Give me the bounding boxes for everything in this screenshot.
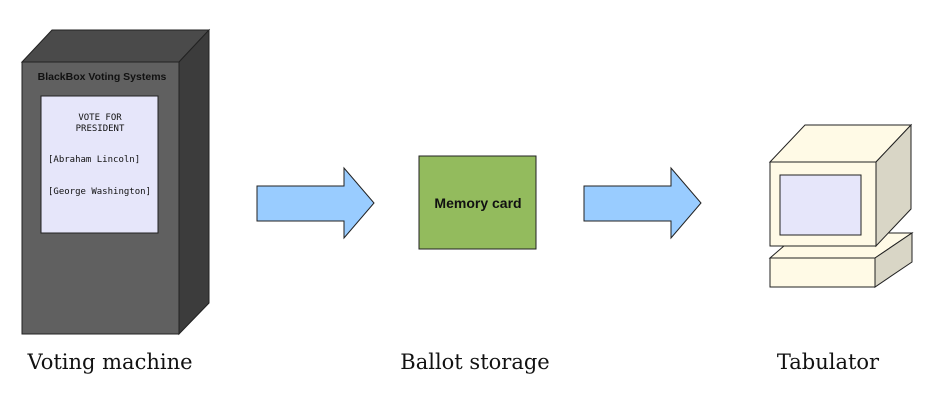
- tabulator-monitor: [768, 123, 913, 248]
- voting-machine-brand: BlackBox Voting Systems: [38, 71, 167, 83]
- memory-card: Memory card: [418, 155, 537, 250]
- ballot-option-1[interactable]: [Abraham Lincoln]: [48, 155, 140, 165]
- memory-card-box: [418, 155, 537, 250]
- caption-tabulator: Tabulator: [776, 350, 880, 374]
- caption-voting-machine: Voting machine: [27, 350, 193, 374]
- caption-ballot-storage: Ballot storage: [400, 350, 550, 374]
- voting-machine-top: [20, 29, 211, 63]
- tabulator-base-front: [769, 257, 876, 288]
- flow-arrow-2: [583, 166, 702, 240]
- tabulator-screen: [779, 174, 862, 236]
- ballot-title-line1: VOTE FOR: [78, 113, 122, 123]
- voting-machine: BlackBox Voting Systems VOTE FOR PRESIDE…: [20, 28, 211, 336]
- ballot-screen-panel: [40, 95, 159, 234]
- ballot-screen: VOTE FOR PRESIDENT [Abraham Lincoln] [Ge…: [40, 95, 159, 234]
- memory-card-label: Memory card: [434, 195, 521, 211]
- tabulator-computer: [768, 123, 914, 288]
- flow-arrow-1: [256, 166, 375, 240]
- ballot-option-2[interactable]: [George Washington]: [48, 187, 151, 197]
- ballot-title-line2: PRESIDENT: [76, 124, 125, 134]
- voting-machine-side: [178, 28, 210, 336]
